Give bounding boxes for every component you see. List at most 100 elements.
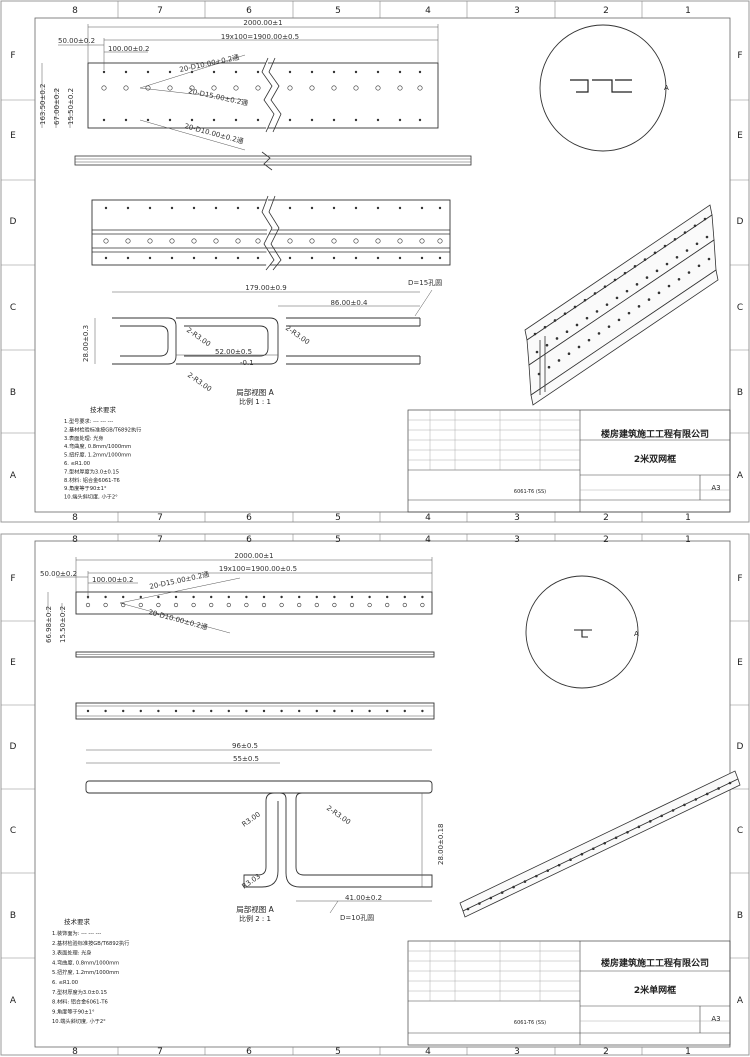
hole: [657, 291, 661, 295]
dim-radius-2: 2-R3.00: [284, 324, 311, 346]
dim-detail-width-2: 55±0.5: [233, 755, 259, 763]
hole: [256, 70, 260, 74]
hole: [569, 858, 572, 861]
row-label: F: [10, 51, 15, 61]
hole: [314, 602, 319, 608]
hole-note: D=15孔圆: [408, 279, 442, 287]
row-label: A: [10, 471, 17, 481]
hole: [126, 256, 130, 260]
tech-item: 1.装饰面为: --- --- ---: [52, 929, 101, 937]
hole: [148, 256, 152, 260]
hole: [350, 709, 354, 713]
hole: [368, 595, 371, 599]
tech-item: 3.表面处理: 光身: [64, 434, 103, 442]
hole: [438, 206, 442, 210]
dim-slot-hole-2: 20-D10.00±0.2通: [147, 607, 208, 631]
hole: [227, 595, 230, 599]
hole-pattern: [466, 781, 732, 911]
dim-hole-pitch: 100.00±0.2: [108, 45, 150, 53]
dim-radius-1: 2-R3.00: [185, 326, 212, 348]
company-name: 楼房建筑施工工程有限公司: [601, 957, 709, 969]
col-label: 4: [425, 513, 431, 523]
hole: [667, 284, 671, 288]
hole: [687, 271, 691, 274]
hole: [287, 85, 293, 91]
hole: [226, 602, 231, 608]
hole: [227, 709, 230, 713]
col-label: 7: [157, 6, 163, 16]
hole: [703, 217, 707, 221]
hole: [705, 792, 709, 796]
hole: [310, 118, 314, 122]
hole: [235, 238, 241, 244]
hole: [397, 238, 403, 244]
grid-ticks: [1, 1, 749, 522]
title-block: 楼房建筑施工工程有限公司 2米单网框 6061-T6 (SS) A3: [407, 940, 731, 1046]
hole: [191, 602, 196, 608]
row-label: C: [737, 303, 743, 313]
col-label: 6: [246, 535, 252, 545]
tech-requirements: 技术要求 1.装饰面为: --- --- ---2.基材检验标准按GB/T689…: [52, 917, 129, 1025]
dim-height-1: 163.50±0.2: [39, 84, 47, 126]
dim-detail-width-1: 179.00±0.9: [245, 284, 287, 292]
hole: [637, 825, 641, 829]
hole: [214, 256, 218, 260]
row-label: B: [737, 911, 743, 921]
hole: [191, 238, 197, 244]
detail-label: A: [634, 630, 639, 638]
hole: [261, 602, 267, 608]
hole: [533, 332, 537, 336]
hole: [122, 709, 125, 713]
col-label: 1: [685, 1047, 691, 1056]
hole: [234, 118, 238, 122]
hole: [535, 350, 539, 354]
hole: [553, 319, 557, 322]
hole: [244, 602, 249, 608]
hole: [665, 262, 669, 266]
hole: [653, 251, 657, 255]
col-label: 1: [685, 535, 691, 545]
row-label: D: [737, 742, 744, 752]
col-label: 6: [246, 1047, 252, 1056]
hole: [563, 312, 567, 316]
row-label: E: [737, 131, 743, 141]
tech-item: 10.端头斜切度, 小于2°: [52, 1017, 106, 1025]
col-label: 8: [72, 513, 78, 523]
hole: [675, 255, 679, 259]
col-label: 2: [603, 1047, 609, 1056]
hole: [353, 85, 359, 91]
hole: [660, 814, 663, 818]
hole: [174, 595, 178, 599]
dim-overall-length: 2000.00±1: [234, 552, 273, 560]
hole: [573, 305, 577, 309]
hole: [332, 118, 336, 122]
drawing-sheet-single-frame: 8 7 6 5 4 3 2 1 8 7 6 5 4 3 2 1 F E D C …: [0, 533, 750, 1056]
tech-item: 8.材料: 铝合金6061-T6: [64, 476, 120, 484]
dim-radius-2: 2-R3.00: [325, 804, 352, 826]
hole: [398, 70, 402, 74]
hole: [262, 595, 266, 599]
hole: [625, 289, 629, 293]
hole: [288, 206, 292, 210]
hole: [697, 264, 701, 268]
row-label: A: [737, 996, 744, 1006]
hole: [617, 318, 621, 322]
hole: [288, 118, 292, 122]
hole: [122, 595, 125, 599]
hole: [437, 238, 443, 244]
hole: [332, 70, 336, 74]
hole: [643, 258, 647, 261]
hole: [236, 256, 240, 260]
hole: [211, 85, 217, 91]
hole: [655, 269, 659, 273]
dim-height-2: 67.00±0.2: [53, 88, 61, 125]
hole: [587, 338, 591, 342]
side-view-bar: [74, 151, 472, 171]
hole: [309, 238, 315, 244]
side-view-bar: [75, 651, 435, 658]
hole: [213, 238, 219, 244]
tech-item: 5.扭拧度, 1.2mm/1000mm: [52, 968, 119, 976]
row-label: C: [10, 303, 16, 313]
hole: [375, 238, 381, 244]
hole: [255, 85, 261, 91]
